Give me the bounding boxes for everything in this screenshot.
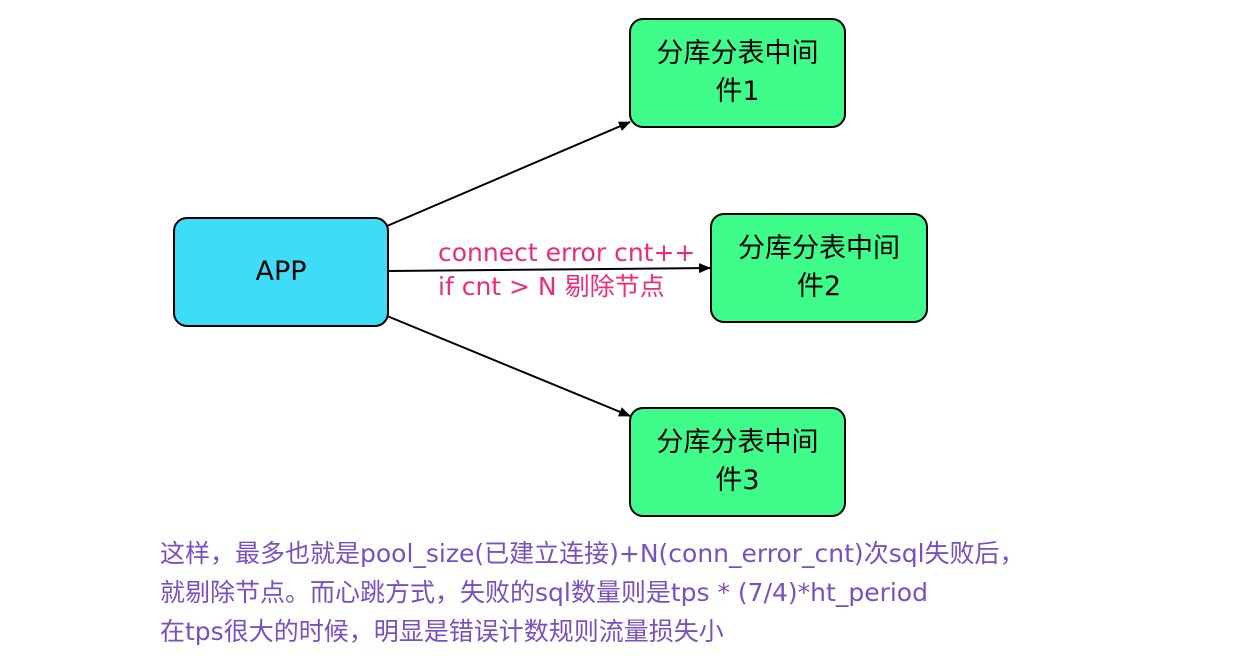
explanation-note: 这样，最多也就是pool_size(已建立连接)+N(conn_error_cn… — [160, 534, 1025, 651]
edge-app-to-middleware-2 — [388, 263, 711, 274]
note-line-3: 在tps很大的时候，明显是错误计数规则流量损失小 — [160, 617, 724, 646]
middleware-node-2-label: 分库分表中间 件2 — [738, 233, 900, 302]
note-line-2: 就剔除节点。而心跳方式，失败的sql数量则是tps * (7/4)*ht_per… — [160, 578, 928, 607]
edge-label-line-2: if cnt > N 剔除节点 — [438, 272, 665, 301]
middleware-node-1: 分库分表中间 件1 — [629, 18, 846, 128]
edge-label: connect error cnt++ if cnt > N 剔除节点 — [438, 236, 695, 304]
middleware-node-2: 分库分表中间 件2 — [710, 213, 928, 323]
middleware-node-3: 分库分表中间 件3 — [629, 407, 846, 517]
note-line-1: 这样，最多也就是pool_size(已建立连接)+N(conn_error_cn… — [160, 539, 1025, 568]
app-node-label: APP — [255, 256, 307, 287]
edge-app-to-middleware-1 — [386, 121, 631, 227]
app-node: APP — [173, 217, 389, 327]
edge-label-line-1: connect error cnt++ — [438, 238, 696, 267]
middleware-node-1-label: 分库分表中间 件1 — [656, 38, 819, 107]
edge-app-to-middleware-3 — [386, 315, 631, 417]
middleware-node-3-label: 分库分表中间 件3 — [656, 427, 819, 496]
